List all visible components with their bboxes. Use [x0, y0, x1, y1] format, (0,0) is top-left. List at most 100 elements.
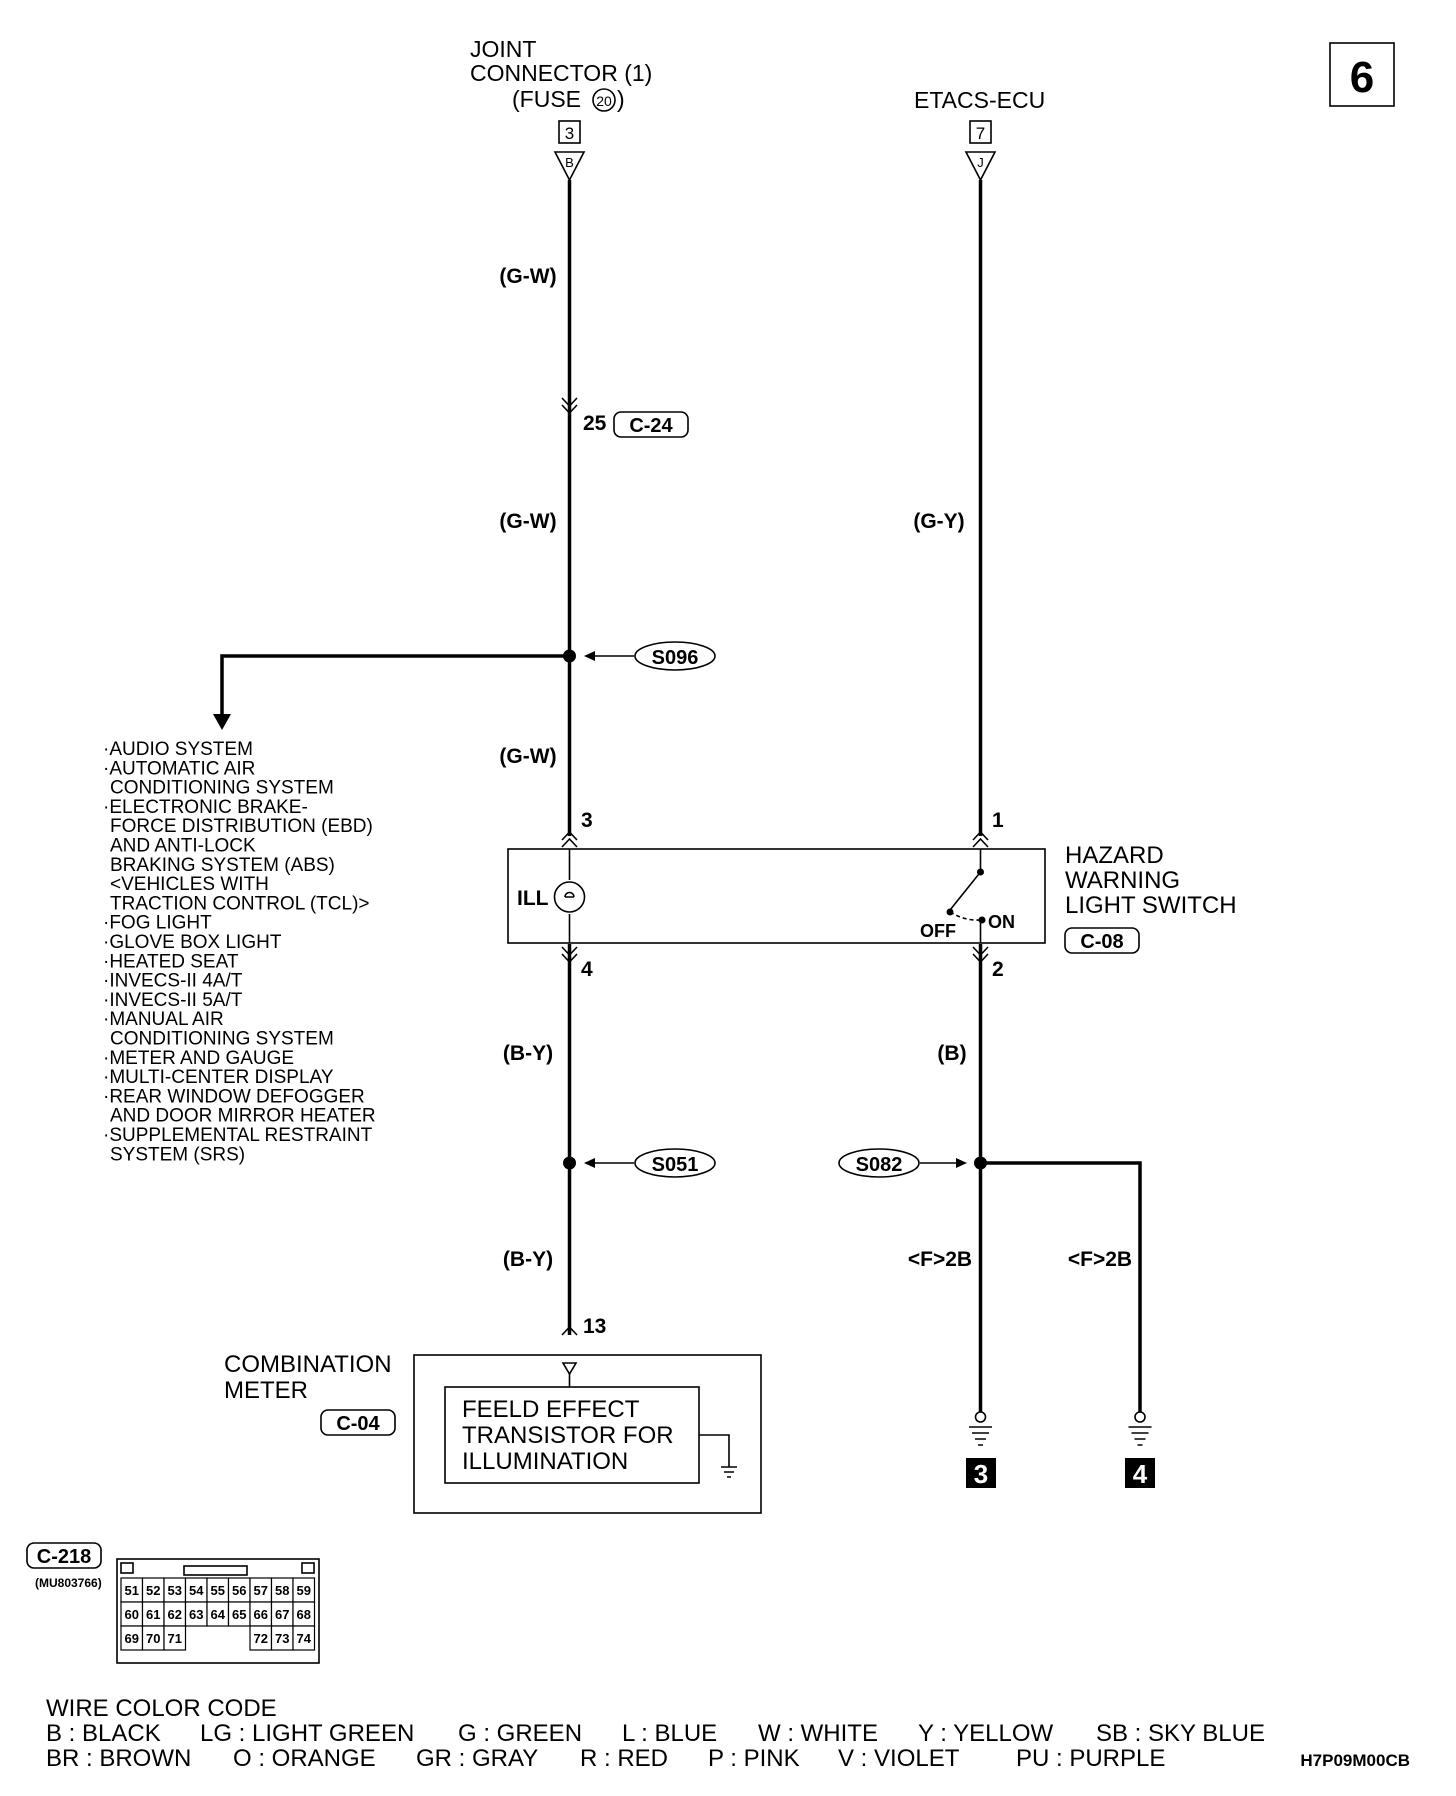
- wire-color-code-entry: R : RED: [580, 1745, 668, 1772]
- hazard-pin4-connector: [561, 946, 578, 964]
- wire-label-gw1: (G-W): [499, 265, 556, 288]
- hazard-pin-2: 2: [992, 958, 1004, 981]
- s082-pointer-arrow-icon: [956, 1158, 967, 1168]
- hazard-pin3-connector: [561, 830, 578, 848]
- wire-label-gw2: (G-W): [499, 510, 556, 533]
- c218-pin-number: 69: [125, 1631, 139, 1646]
- c218-pin-number: 58: [275, 1583, 289, 1598]
- page-number-box: [1329, 42, 1395, 107]
- fet-line3: ILLUMINATION: [462, 1448, 628, 1475]
- wire-label-f2b-left: <F>2B: [908, 1248, 972, 1271]
- joint-connector-line3-prefix: (FUSE: [512, 86, 581, 112]
- wire-color-code-entry: B : BLACK: [46, 1720, 161, 1747]
- wire-color-code-entry: G : GREEN: [458, 1720, 582, 1747]
- combination-meter-line1: COMBINATION: [224, 1351, 392, 1378]
- c218-pin-number: 68: [297, 1607, 311, 1622]
- switch-travel-dashed: [949, 911, 981, 921]
- c218-lock-right: [301, 1562, 315, 1574]
- c218-pin-number: 74: [297, 1631, 312, 1646]
- systems-list-item: ·HEATED SEAT: [103, 951, 239, 972]
- hazard-switch-box: [507, 848, 1046, 944]
- wire-color-code-entry: V : VIOLET: [838, 1745, 960, 1772]
- systems-list-item: TRACTION CONTROL (TCL)>: [110, 893, 370, 914]
- hazard-switch-line2: WARNING: [1065, 867, 1180, 894]
- ground-3-icon: [969, 1426, 992, 1446]
- c218-label: C-218: [37, 1546, 91, 1568]
- c218-pin-number: 52: [146, 1583, 160, 1598]
- fuse-number-circle: [592, 88, 616, 112]
- joint-connector-letter: B: [565, 155, 574, 170]
- ground-4-icon: [1128, 1426, 1152, 1446]
- meter-pin13-connector: [561, 1325, 578, 1336]
- branch-arrow-icon: [213, 714, 231, 730]
- c08-label-box: [1064, 927, 1140, 954]
- combination-meter-line2: METER: [224, 1377, 308, 1404]
- wire-color-code-title: WIRE COLOR CODE: [46, 1695, 277, 1722]
- c24-label-box: [613, 411, 689, 438]
- ground-4-number: 4: [1133, 1459, 1148, 1489]
- splice-s051-dot: [563, 1156, 576, 1170]
- c218-pin-number: 72: [254, 1631, 268, 1646]
- c218-cavity: [163, 1625, 187, 1651]
- c218-pin-number: 61: [146, 1607, 160, 1622]
- wire-color-code-entry: PU : PURPLE: [1016, 1745, 1165, 1772]
- s082-label: S082: [856, 1154, 903, 1176]
- systems-list-item: ·SUPPLEMENTAL RESTRAINT: [103, 1125, 373, 1146]
- s082-branch-wire: [980, 1161, 1142, 1412]
- systems-list-item: SYSTEM (SRS): [110, 1144, 245, 1165]
- c218-pin-number: 64: [211, 1607, 226, 1622]
- systems-list-item: ·AUTOMATIC AIR: [103, 758, 255, 779]
- s051-label: S051: [652, 1154, 699, 1176]
- s096-label-oval: [634, 641, 716, 671]
- etacs-pin: 7: [976, 124, 985, 143]
- c218-pin-number: 55: [211, 1583, 225, 1598]
- hazard-pin-1: 1: [992, 809, 1004, 832]
- wire-label-by1: (B-Y): [503, 1042, 553, 1065]
- c24-connector-symbol: [561, 397, 578, 415]
- c218-label-box: [26, 1542, 102, 1569]
- ground-4-terminal: [1134, 1411, 1146, 1423]
- systems-list-item: <VEHICLES WITH: [110, 874, 269, 895]
- c24-label: C-24: [629, 415, 673, 437]
- c04-label: C-04: [336, 1413, 380, 1435]
- etacs-ecu-label: ETACS-ECU: [914, 87, 1045, 113]
- c218-pin-number: 59: [297, 1583, 311, 1598]
- splice-s082-dot: [974, 1156, 987, 1170]
- switch-on-label: ON: [988, 912, 1015, 932]
- c218-pin-number: 63: [189, 1607, 203, 1622]
- c24-pin: 25: [583, 412, 607, 435]
- s096-branch-wire: [220, 654, 570, 715]
- wire-color-code-entry: O : ORANGE: [233, 1745, 376, 1772]
- systems-list-item: CONDITIONING SYSTEM: [110, 778, 334, 799]
- systems-list-item: ·MULTI-CENTER DISPLAY: [103, 1067, 334, 1088]
- joint-connector-terminal: [553, 151, 586, 182]
- c218-pin-number: 62: [168, 1607, 182, 1622]
- s051-label-oval: [634, 1148, 716, 1178]
- etacs-terminal: [964, 151, 997, 182]
- hazard-pin-3: 3: [581, 809, 593, 832]
- document-code: H7P09M00CB: [1300, 1751, 1410, 1770]
- fet-ground-lead: [699, 1434, 730, 1467]
- wire-color-code-entry: W : WHITE: [758, 1720, 878, 1747]
- wire-label-f2b-right: <F>2B: [1068, 1248, 1132, 1271]
- fet-box: [444, 1386, 700, 1484]
- hazard-switch-line1: HAZARD: [1065, 842, 1164, 869]
- systems-list-item: ·INVECS-II 5A/T: [103, 990, 243, 1011]
- joint-connector-line2: CONNECTOR (1): [470, 60, 652, 86]
- systems-list-item: ·GLOVE BOX LIGHT: [103, 932, 282, 953]
- systems-list-item: ·METER AND GAUGE: [103, 1048, 294, 1069]
- wire-label-b: (B): [937, 1042, 966, 1065]
- meter-terminal-symbol: [561, 1362, 578, 1376]
- fet-line2: TRANSISTOR FOR: [462, 1422, 674, 1449]
- s051-pointer-arrow-icon: [584, 1158, 595, 1168]
- joint-connector-pin: 3: [565, 124, 574, 143]
- ground-3-terminal: [974, 1411, 987, 1423]
- page-number: 6: [1350, 53, 1374, 102]
- c218-pin-number: 71: [168, 1631, 182, 1646]
- systems-list: ·AUDIO SYSTEM ·AUTOMATIC AIR CONDITIONIN…: [103, 739, 376, 1165]
- joint-connector-line3-suffix: ): [617, 86, 625, 112]
- c218-lock-left: [120, 1562, 134, 1574]
- c218-pin-number: 60: [125, 1607, 139, 1622]
